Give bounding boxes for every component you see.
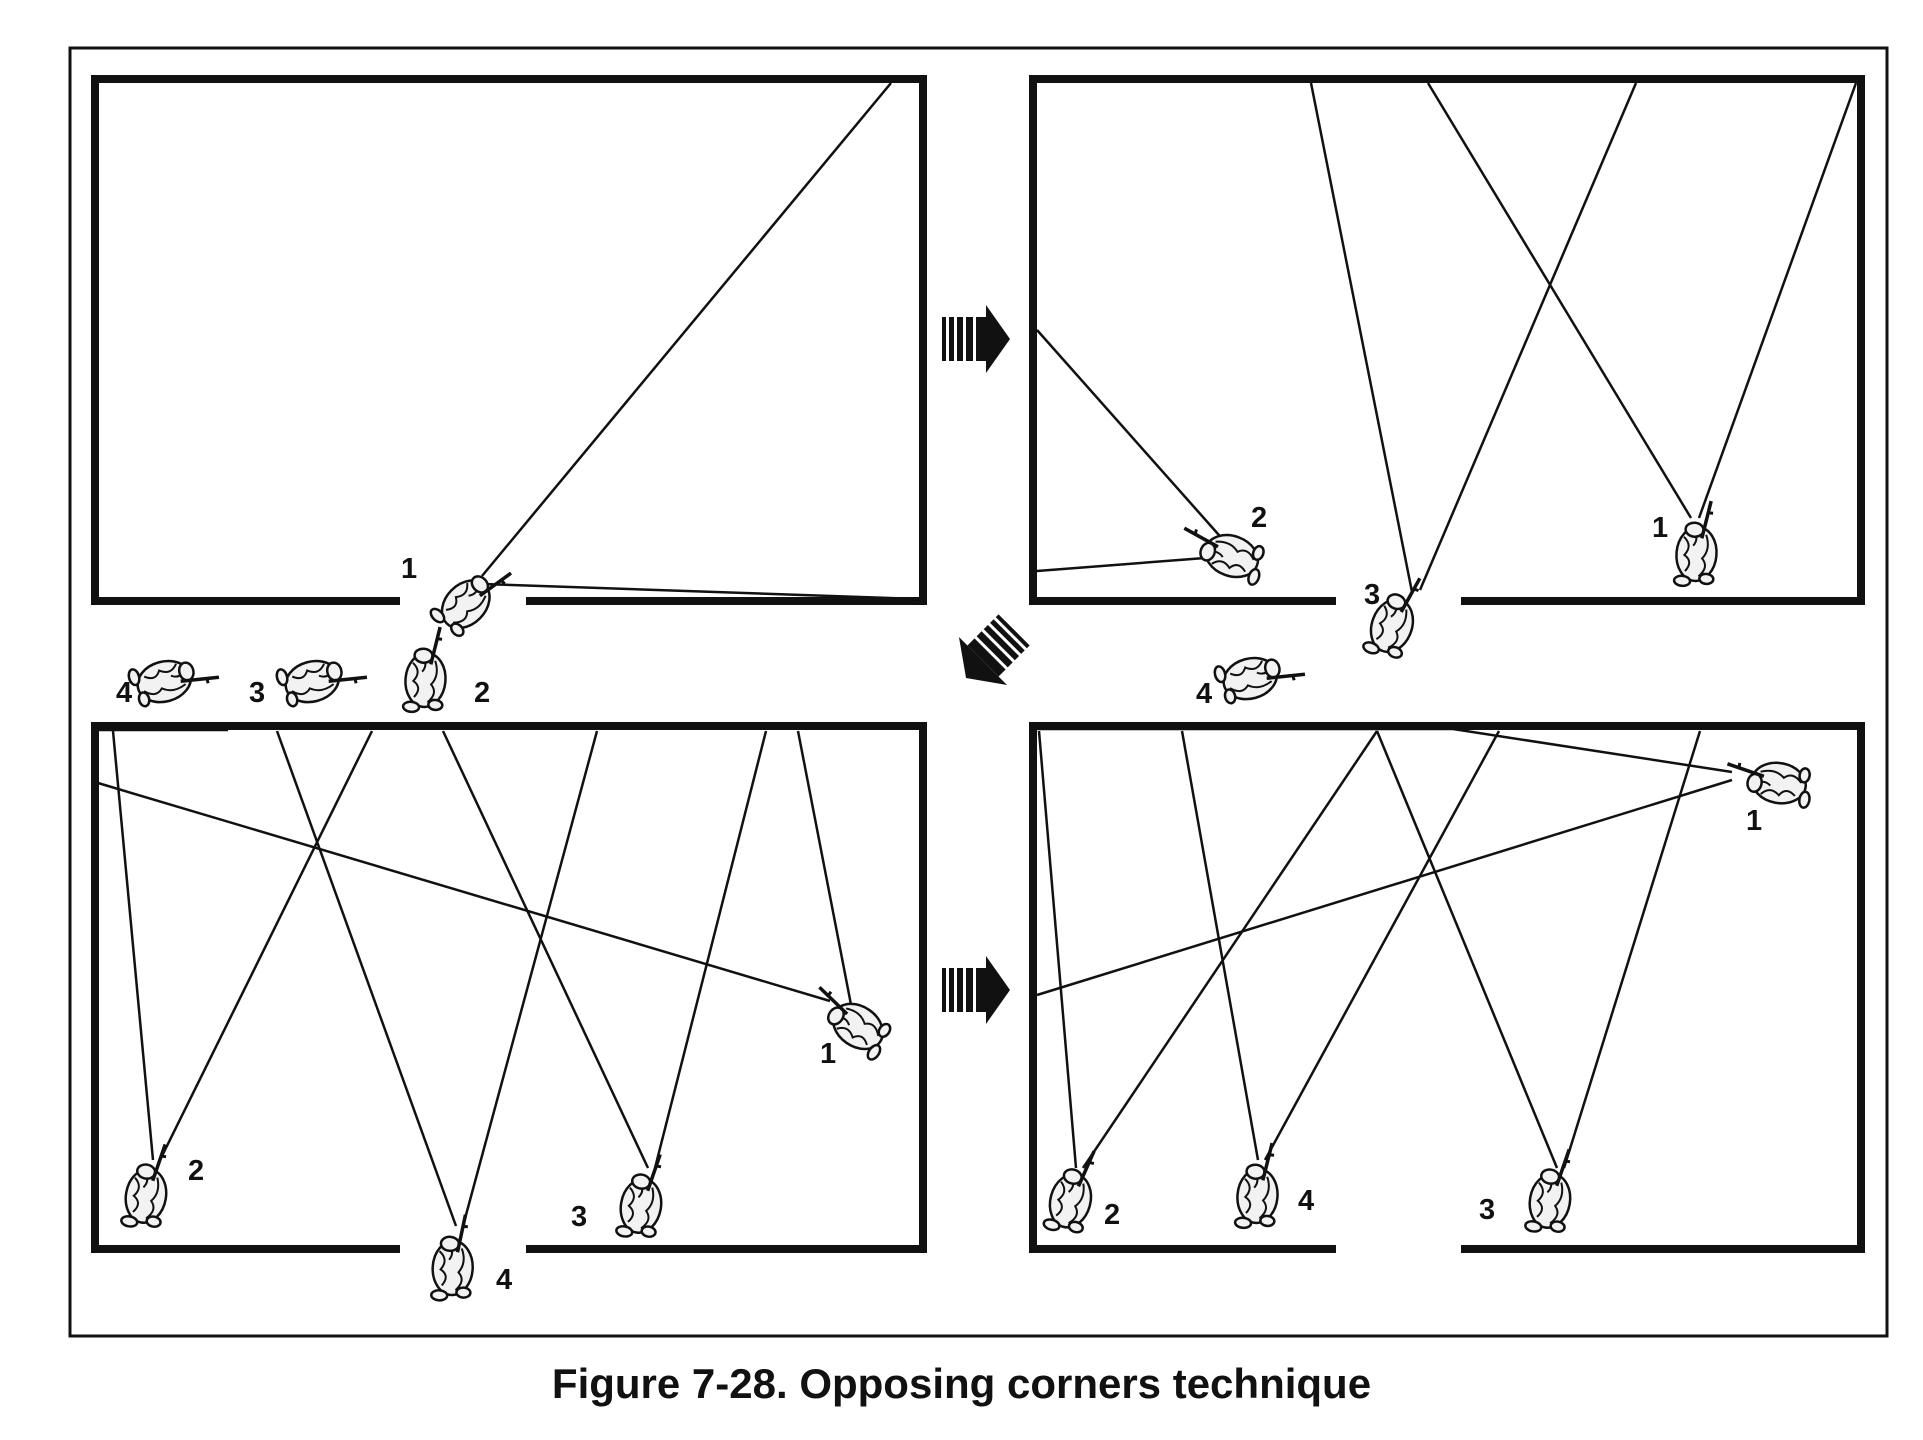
soldier-icon [429, 1211, 478, 1304]
soldier-label: 1 [401, 553, 417, 585]
soldier-label: 1 [1746, 805, 1762, 837]
room-wall [1029, 722, 1865, 1253]
panel-step-1: 1 2 3 4 [91, 75, 927, 717]
soldier-label: 4 [1298, 1185, 1314, 1217]
soldier-label: 1 [1652, 512, 1668, 544]
soldier-label: 2 [1251, 502, 1267, 534]
soldier-icon [426, 550, 520, 644]
soldier-1: 1 [1652, 496, 1723, 591]
room-wall [91, 722, 927, 1253]
soldier-3: 3 [571, 1147, 672, 1244]
soldier-4: 4 [429, 1211, 512, 1304]
soldier-icon [1232, 1138, 1284, 1233]
soldier-icon [273, 646, 372, 712]
panel-step-2: 1 2 3 4 [1029, 75, 1865, 710]
soldier-icon [1211, 643, 1310, 709]
soldier-icon [400, 622, 452, 717]
soldier-1: 1 [401, 550, 520, 644]
soldier-label: 4 [1196, 678, 1212, 710]
soldier-icon [1720, 752, 1817, 811]
soldier-icon [125, 646, 224, 712]
soldier-icon [1671, 496, 1723, 591]
soldier-3: 3 [1479, 1142, 1581, 1239]
soldier-4: 4 [1196, 643, 1310, 710]
sector-of-fire [1036, 82, 1858, 593]
soldier-label: 2 [188, 1155, 204, 1187]
sector-of-fire [1036, 727, 1733, 1169]
soldier-label: 3 [571, 1201, 587, 1233]
soldier-label: 1 [820, 1038, 836, 1070]
striped-arrow-icon [942, 305, 1010, 373]
sector-of-fire [97, 728, 855, 1227]
soldier-label: 3 [1364, 579, 1380, 611]
room-wall [1029, 75, 1865, 605]
soldier-3: 3 [1360, 566, 1431, 666]
striped-arrow-icon [942, 956, 1010, 1024]
soldier-label: 4 [116, 677, 132, 709]
soldier-label: 3 [249, 677, 265, 709]
outer-frame [68, 46, 1889, 1338]
panel-step-3: 1 2 3 4 [91, 722, 927, 1304]
soldier-1: 1 [800, 977, 899, 1070]
soldier-2: 2 [400, 622, 490, 717]
soldier-3: 3 [249, 646, 372, 712]
soldier-4: 4 [1232, 1138, 1314, 1233]
soldier-4: 4 [116, 646, 224, 712]
soldier-2: 2 [118, 1137, 204, 1234]
room-wall [91, 75, 927, 605]
panel-step-4: 1 2 3 4 [1029, 722, 1865, 1253]
soldier-label: 4 [496, 1264, 512, 1296]
soldier-label: 2 [474, 677, 490, 709]
sector-of-fire [481, 82, 921, 601]
soldier-2: 2 [1040, 1141, 1120, 1240]
striped-arrow-icon [941, 605, 1039, 703]
soldier-icon [1040, 1141, 1106, 1240]
soldier-label: 2 [1104, 1199, 1120, 1231]
soldier-icon [613, 1147, 672, 1244]
figure-caption: Figure 7-28. Opposing corners technique [551, 1360, 1372, 1407]
soldier-icon [118, 1137, 177, 1234]
soldier-label: 3 [1479, 1194, 1495, 1226]
soldier-1: 1 [1720, 752, 1817, 837]
soldier-2: 2 [1172, 502, 1272, 588]
